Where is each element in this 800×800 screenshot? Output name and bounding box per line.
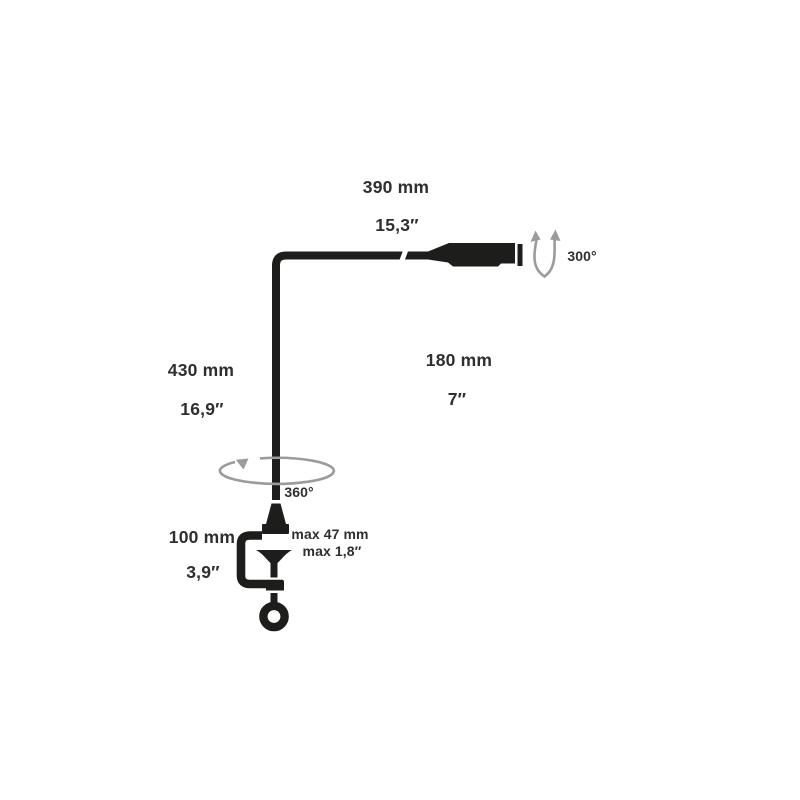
label-head-length-in: 7″ (448, 389, 467, 409)
label-clamp-capacity-in: max 1,8″ (303, 543, 362, 559)
label-stem-height-mm: 430 mm (168, 360, 234, 380)
label-clamp-height-in: 3,9″ (186, 562, 220, 582)
clamp-top-bar (262, 524, 289, 534)
dimension-labels: 390 mm 15,3″ 300° 430 mm 16,9″ 180 mm 7″… (168, 177, 597, 582)
label-arm-length-in: 15,3″ (375, 215, 419, 235)
rotation-360-arc (218, 456, 336, 486)
stem-base-flare (266, 503, 286, 524)
label-head-rotation: 300° (567, 248, 596, 264)
clamp-bracket (236, 531, 283, 589)
rotation-300-arrowhead-left (530, 230, 541, 242)
lamp-arm-and-stem (272, 251, 429, 500)
clamp-screw-shaft-upper (270, 563, 278, 578)
lamp-head (428, 243, 515, 267)
arm-joint-break (398, 245, 410, 265)
clamp-knob-ring (259, 601, 289, 632)
rotation-360-arrowhead (235, 458, 249, 470)
label-clamp-height-mm: 100 mm (169, 527, 235, 547)
label-head-length-mm: 180 mm (426, 350, 492, 370)
label-base-rotation: 360° (284, 484, 313, 500)
rotation-arrow-heads (235, 229, 561, 470)
label-stem-height-in: 16,9″ (180, 399, 224, 419)
rotation-300-arrowhead-right (550, 229, 561, 241)
label-arm-length-mm: 390 mm (363, 177, 429, 197)
label-clamp-capacity-mm: max 47 mm (291, 526, 368, 542)
lamp-head-end-cap (517, 244, 523, 266)
clamp-pad-cone (256, 550, 292, 563)
rotation-300-arc (533, 238, 556, 279)
lamp-strokes (236, 251, 429, 632)
rotation-arrow-strokes (218, 238, 556, 486)
clamp-screw-collar (266, 580, 284, 591)
lamp-fills (256, 243, 523, 605)
clamp-screw-shaft-lower (270, 593, 278, 605)
